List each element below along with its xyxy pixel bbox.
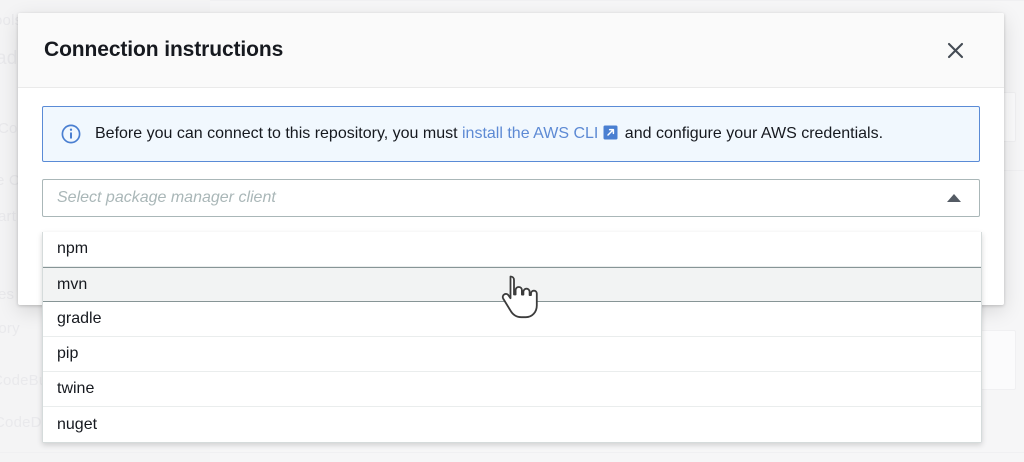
- page-title: Connection instructions: [44, 38, 284, 61]
- background-nav-item: art: [0, 208, 17, 225]
- alert-message: Before you can connect to this repositor…: [95, 124, 883, 145]
- caret-up-icon[interactable]: [947, 194, 961, 202]
- install-aws-cli-link[interactable]: install the AWS CLI: [462, 124, 599, 142]
- background-nav-item: CodeBu: [0, 372, 48, 389]
- modal-header: Connection instructions: [18, 13, 1004, 88]
- background-divider: [0, 452, 1024, 453]
- package-manager-dropdown[interactable]: npm mvn gradle pip twine nuget: [42, 232, 982, 443]
- dropdown-option-gradle[interactable]: gradle: [43, 302, 981, 337]
- dropdown-option-twine[interactable]: twine: [43, 372, 981, 407]
- package-manager-select-wrap: Select package manager client: [42, 179, 980, 217]
- alert-text-after: and configure your AWS credentials.: [620, 124, 884, 142]
- select-placeholder: Select package manager client: [57, 189, 276, 206]
- background-nav-item: ad: [0, 48, 18, 69]
- background-nav-item: ools: [0, 12, 23, 29]
- background-nav-item: es: [0, 286, 15, 303]
- dropdown-option-mvn[interactable]: mvn: [43, 267, 981, 302]
- modal-body: Before you can connect to this repositor…: [18, 88, 1004, 217]
- background-nav-item: e C: [0, 172, 20, 189]
- background-nav-item: tory: [0, 320, 20, 337]
- external-link-icon: [603, 125, 618, 140]
- dropdown-option-npm[interactable]: npm: [43, 232, 981, 267]
- alert-text-before: Before you can connect to this repositor…: [95, 124, 462, 142]
- info-circle-icon: [61, 124, 81, 144]
- package-manager-select[interactable]: Select package manager client: [42, 179, 980, 217]
- close-icon[interactable]: [938, 33, 972, 67]
- background-nav-item: CodeD: [0, 414, 42, 431]
- background-nav-item: Co: [0, 120, 18, 137]
- dropdown-option-nuget[interactable]: nuget: [43, 407, 981, 442]
- dropdown-option-pip[interactable]: pip: [43, 337, 981, 372]
- info-alert: Before you can connect to this repositor…: [42, 106, 980, 162]
- background-divider: [210, 0, 1024, 1]
